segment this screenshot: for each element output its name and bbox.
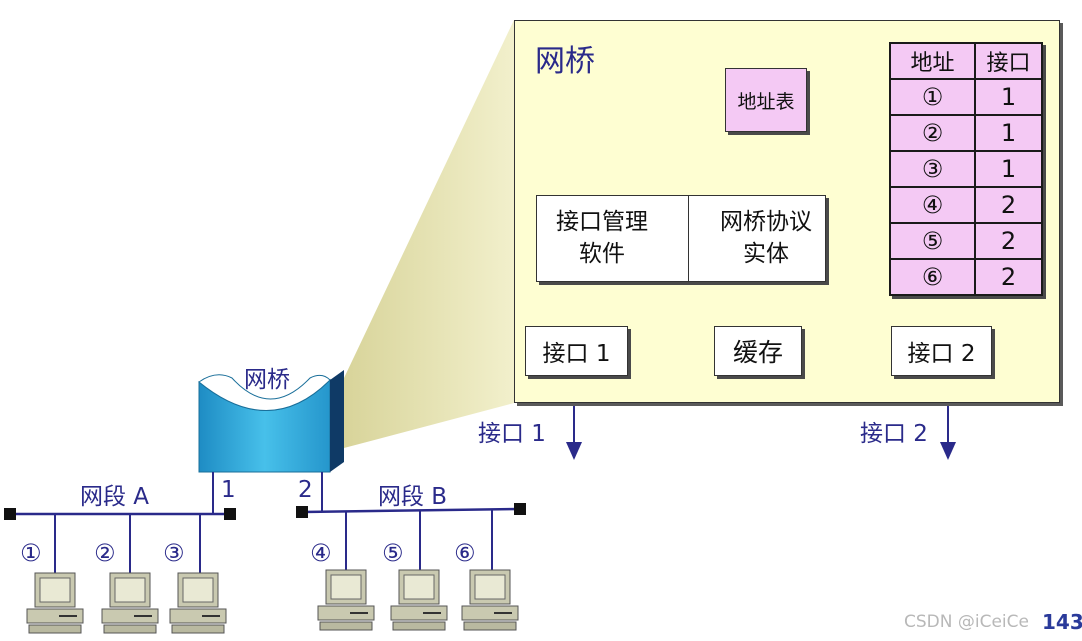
proto-line1: 网桥协议 (720, 209, 812, 235)
row-address: ③ (889, 150, 976, 188)
table-row: ⑥ 2 (889, 258, 1043, 296)
table-row: ① 1 (889, 78, 1043, 116)
bridge-device-icon (198, 370, 344, 473)
header-interface: 接口 (974, 42, 1043, 80)
address-table-box: 地址表 (725, 68, 807, 132)
row-interface: 2 (974, 186, 1043, 224)
segment-a-label: 网段 A (80, 484, 150, 510)
interface-mgmt-software: 接口管理 软件 (537, 206, 667, 270)
host-label: ⑥ (454, 539, 476, 567)
row-interface: 1 (974, 114, 1043, 152)
buffer-label: 缓存 (732, 338, 783, 367)
port1-box: 接口 1 (525, 326, 628, 376)
address-table: 地址 接口 ① 1 ② 1 ③ 1 ④ 2 ⑤ 2 ⑥ 2 (889, 42, 1043, 296)
address-table-box-label: 地址表 (737, 90, 795, 113)
host-label: ⑤ (382, 539, 404, 567)
host-label: ③ (163, 539, 185, 567)
computer-icon (26, 572, 84, 634)
watermark: CSDN @iCeiCe (904, 612, 1029, 632)
computer-icon (461, 569, 519, 631)
host-label: ① (20, 539, 42, 567)
page-number: 143 (1042, 610, 1082, 634)
table-row: ② 1 (889, 114, 1043, 152)
table-row: ③ 1 (889, 150, 1043, 188)
host-label: ④ (310, 539, 332, 567)
port1-output-label: 接口 1 (478, 421, 546, 447)
host-label: ② (94, 539, 116, 567)
header-address: 地址 (889, 42, 976, 80)
table-row: ⑤ 2 (889, 222, 1043, 260)
table-row: ④ 2 (889, 186, 1043, 224)
port1-box-label: 接口 1 (542, 341, 611, 367)
segment-b-port: 2 (298, 477, 313, 503)
segment-b-label: 网段 B (378, 484, 448, 510)
row-address: ① (889, 78, 976, 116)
computer-icon (317, 569, 375, 631)
row-interface: 1 (974, 150, 1043, 188)
row-address: ⑥ (889, 258, 976, 296)
mgmt-protocol-divider (688, 196, 689, 281)
row-address: ② (889, 114, 976, 152)
port2-box-label: 接口 2 (907, 341, 976, 367)
computer-icon (390, 569, 448, 631)
mgmt-line1: 接口管理 (556, 209, 648, 235)
computer-icon (169, 572, 227, 634)
row-interface: 2 (974, 258, 1043, 296)
computer-icon (101, 572, 159, 634)
segment-a-port: 1 (221, 477, 236, 503)
port2-output-label: 接口 2 (860, 421, 928, 447)
buffer-box: 缓存 (714, 326, 802, 376)
mgmt-protocol-box: 接口管理 软件 网桥协议 实体 (536, 195, 826, 282)
bridge-label: 网桥 (244, 367, 290, 393)
proto-line2: 实体 (743, 241, 789, 267)
address-table-header: 地址 接口 (889, 42, 1043, 80)
mgmt-line2: 软件 (579, 241, 625, 267)
port2-box: 接口 2 (891, 326, 992, 376)
panel-title: 网桥 (535, 44, 595, 79)
row-address: ⑤ (889, 222, 976, 260)
zoom-cone (344, 20, 514, 448)
row-interface: 2 (974, 222, 1043, 260)
row-interface: 1 (974, 78, 1043, 116)
row-address: ④ (889, 186, 976, 224)
bridge-protocol-entity: 网桥协议 实体 (707, 206, 825, 270)
